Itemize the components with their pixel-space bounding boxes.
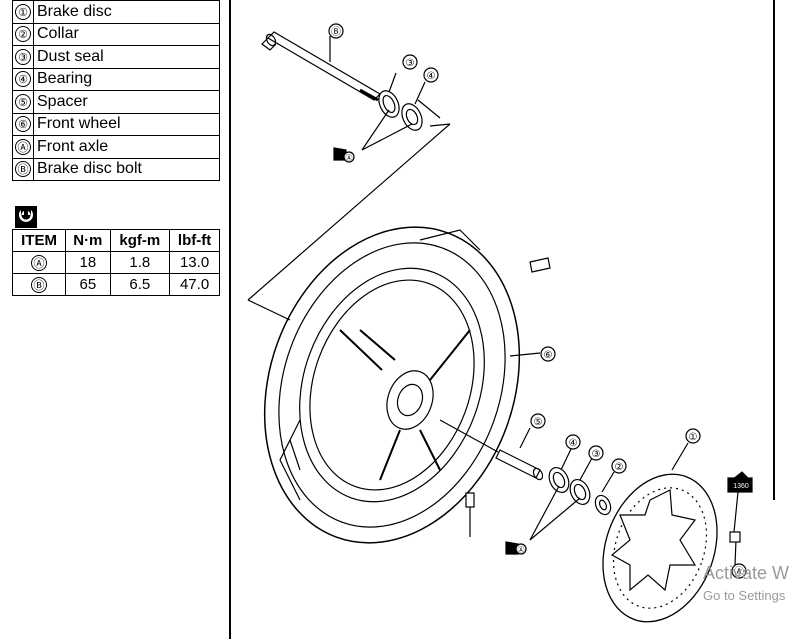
legend-label: Brake disc bolt	[33, 157, 220, 181]
front-wheel-part	[263, 226, 521, 544]
dust-seal-top	[378, 90, 400, 118]
legend-number: Ⓑ	[15, 161, 31, 178]
brake-disc-bolt-part	[729, 531, 741, 543]
callout-label: Ⓐ	[518, 546, 525, 554]
front-axle-part	[261, 31, 381, 102]
callout-label: ④	[427, 71, 436, 82]
valve-part	[465, 492, 475, 537]
legend-number: ④	[15, 71, 31, 88]
legend-label: Front wheel	[33, 112, 220, 136]
bearing-top	[401, 103, 423, 131]
callout-label: ③	[406, 58, 415, 69]
spacer-part	[439, 419, 544, 481]
torque-header: ITEM	[11, 229, 67, 252]
torque-table: ITEM N·m kgf-m lbf-ft Ⓐ 18 1.8 13.0 Ⓑ 65…	[11, 229, 220, 296]
legend-number: ⑤	[15, 93, 31, 110]
dust-seal-bottom	[569, 479, 591, 505]
callout-label: ④	[569, 438, 578, 449]
torque-kgfm: 6.5	[109, 273, 171, 296]
divider-line	[229, 0, 231, 639]
grease-icon	[505, 541, 519, 555]
legend-number: ①	[15, 3, 31, 20]
callout-label: ②	[615, 462, 624, 473]
legend-label: Front axle	[33, 135, 220, 159]
callout-label: 1360	[733, 483, 749, 490]
legend-number: ⑥	[15, 116, 31, 133]
torque-nm: 65	[65, 273, 111, 296]
torque-lbfft: 47.0	[169, 273, 220, 296]
watermark-line-2: Go to Settings	[703, 588, 786, 603]
torque-row: Ⓑ 65 6.5 47.0	[11, 273, 220, 296]
callout-label: Ⓐ	[346, 154, 353, 162]
torque-row: Ⓐ 18 1.8 13.0	[11, 251, 220, 274]
callout-label: ⑥	[544, 350, 553, 361]
callout-label: Ⓑ	[331, 26, 341, 38]
callout-label: Ⓐ	[734, 566, 744, 578]
callout-label: ⑤	[534, 417, 543, 428]
torque-wrench-icon	[15, 206, 37, 228]
legend-number: Ⓐ	[15, 138, 31, 155]
torque-nm: 18	[65, 251, 111, 274]
legend-number: ③	[15, 48, 31, 65]
torque-item: Ⓑ	[31, 277, 48, 293]
brake-disc-part	[602, 473, 718, 623]
legend-number: ②	[15, 26, 31, 43]
torque-lbfft: 13.0	[169, 251, 220, 274]
bearing-bottom	[548, 467, 570, 493]
watermark-line-1: Activate W	[703, 563, 790, 583]
collar-part	[594, 494, 612, 516]
thread-lock-icon	[727, 471, 753, 493]
callout-label: ③	[592, 449, 601, 460]
torque-item: Ⓐ	[31, 255, 48, 271]
divider-line	[773, 0, 775, 500]
callout-label: ①	[689, 432, 698, 443]
torque-header-row: ITEM N·m kgf-m lbf-ft	[11, 229, 220, 252]
torque-header: lbf-ft	[169, 229, 220, 252]
balance-weight-part	[529, 257, 551, 273]
